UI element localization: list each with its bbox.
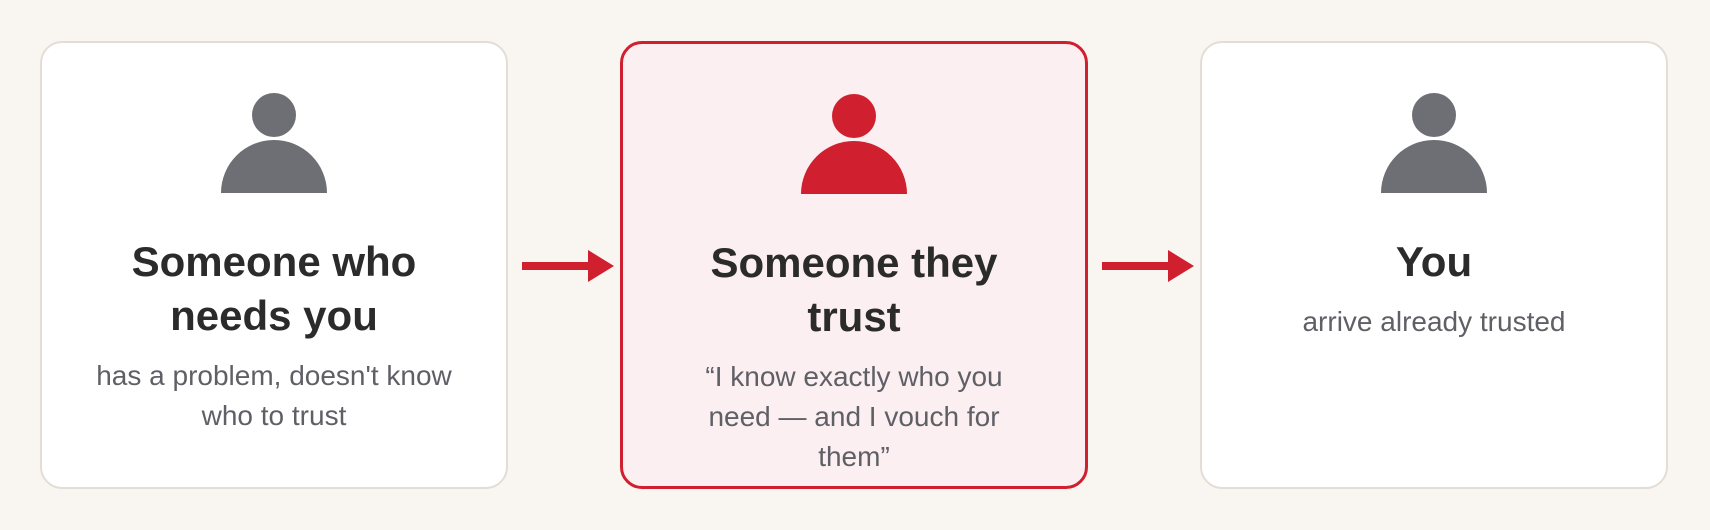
person-icon (1381, 93, 1487, 193)
step-card-you: You arrive already trusted (1200, 41, 1668, 489)
step-description: has a problem, doesn't know who to trust (96, 360, 452, 431)
arrow-right-icon (522, 248, 614, 284)
person-icon (801, 94, 907, 194)
person-icon (221, 93, 327, 193)
step-title: Someone they trust (710, 239, 998, 340)
step-card-someone-who-needs-you: Someone who needs you has a problem, doe… (40, 41, 508, 489)
arrow-right-icon (1102, 248, 1194, 284)
step-card-someone-they-trust: Someone they trust “I know exactly who y… (620, 41, 1088, 489)
step-title: Someone who needs you (131, 238, 417, 339)
step-description: “I know exactly who you need — and I vou… (705, 361, 1003, 472)
step-description: arrive already trusted (1302, 306, 1566, 337)
step-title: You (1395, 238, 1473, 285)
